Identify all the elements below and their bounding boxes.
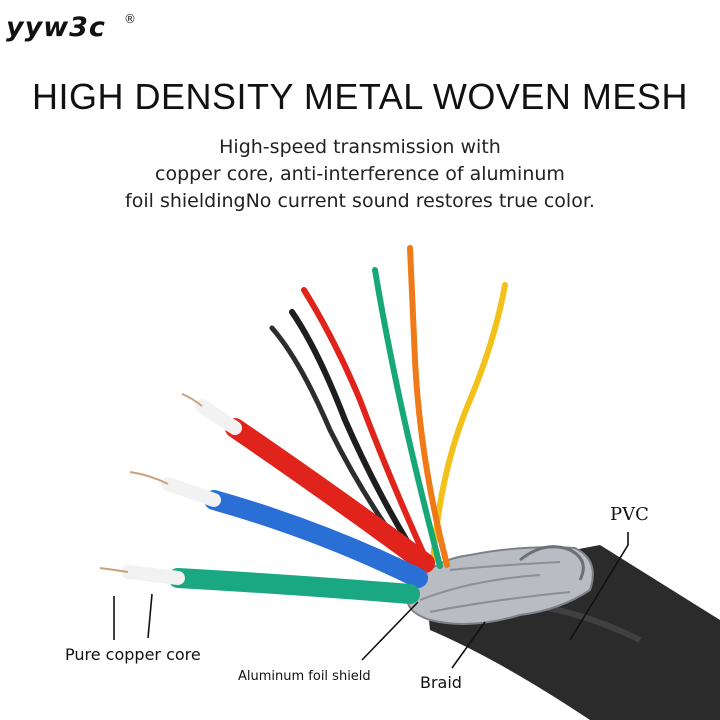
braid-label: Braid <box>420 673 462 692</box>
description-line-2: copper core, anti-interference of alumin… <box>155 163 565 185</box>
label-leaders <box>113 532 629 669</box>
pvc-leader <box>569 532 629 641</box>
brand-name: yyw3c <box>6 12 106 43</box>
copper-leader-2 <box>147 593 153 639</box>
registered-mark: ® <box>124 12 136 26</box>
foil-leader <box>361 601 419 661</box>
copper-core-label: Pure copper core <box>65 645 201 664</box>
description-line-3: foil shieldingNo current sound restores … <box>125 190 595 212</box>
coax-wires <box>99 393 435 604</box>
braid-foil-shield <box>406 545 594 625</box>
description: High-speed transmission with copper core… <box>40 134 680 215</box>
braid-leader <box>451 621 486 669</box>
pvc-label: PVC <box>610 504 649 525</box>
description-line-1: High-speed transmission with <box>219 136 501 158</box>
page-title: HIGH DENSITY METAL WOVEN MESH <box>32 76 688 117</box>
foil-shield-label: Aluminum foil shield <box>238 669 371 684</box>
